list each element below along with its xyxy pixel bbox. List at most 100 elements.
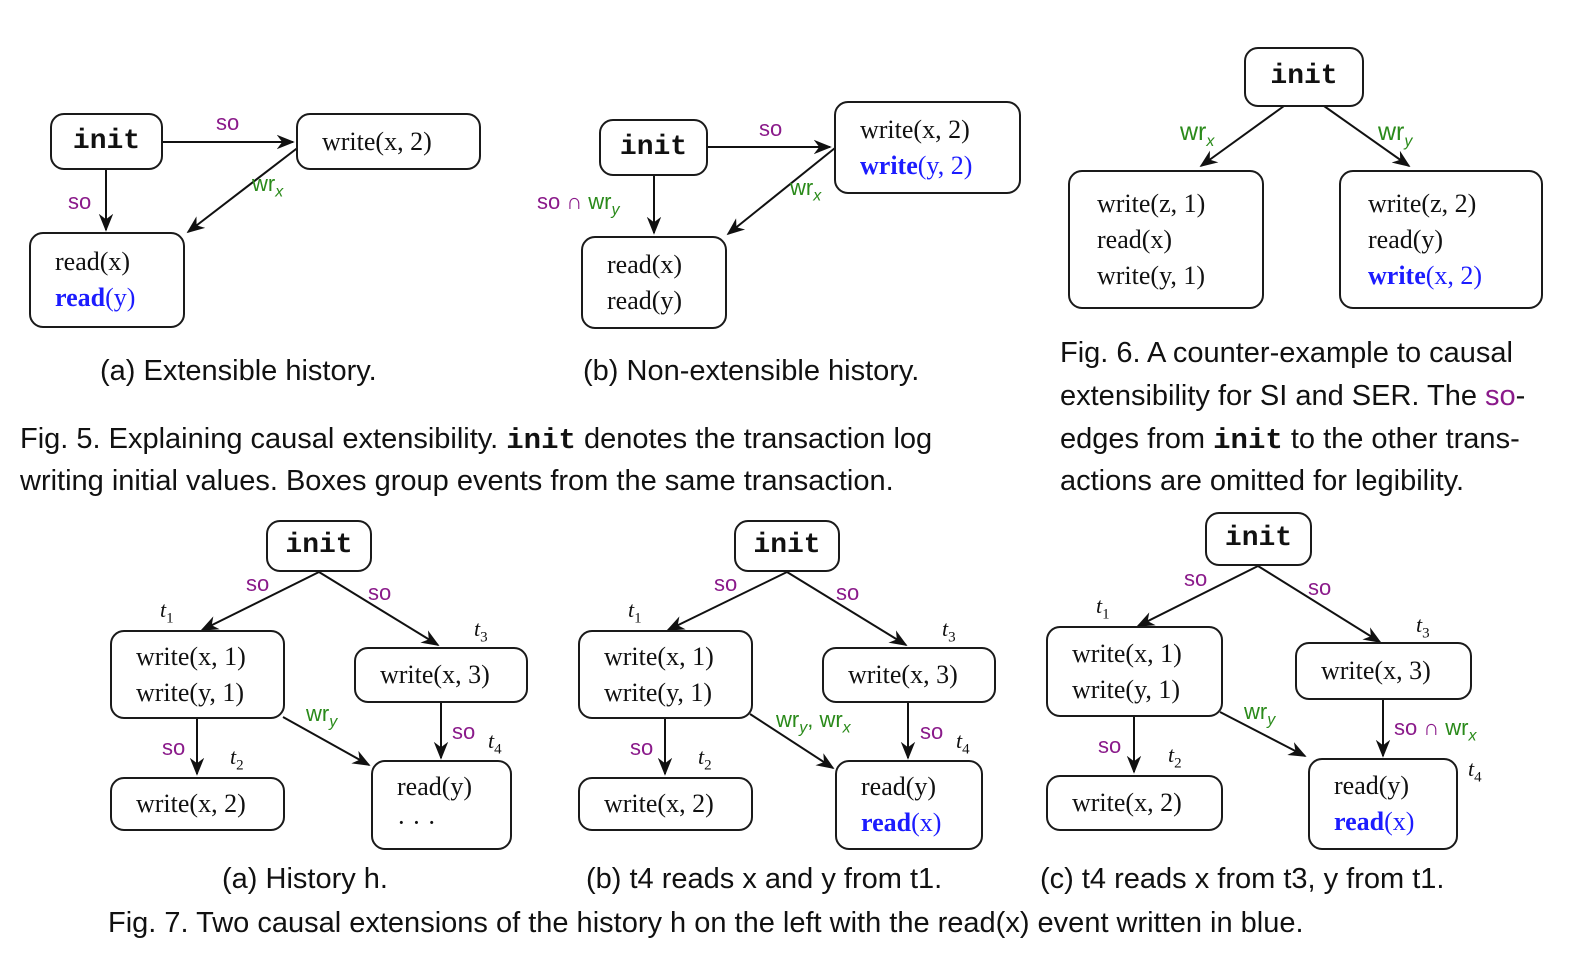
fig7b-edge-init-to-t3 (786, 571, 908, 646)
fig7a-t4-read-y: read(y) (397, 772, 473, 801)
fig7b-t1-sub: 1 (634, 610, 642, 627)
fig7a-t2-label: t2 (230, 744, 244, 774)
fig5a-read-y-arg: (y) (105, 283, 136, 312)
fig7b-t4-read-x: read(x) (861, 805, 981, 841)
fig7c-t1-write-y: write(y, 1) (1072, 674, 1181, 704)
fig6-caption-line2: extensibility for SI and SER. The so- (1060, 375, 1525, 417)
fig7b-t3-write-x: write(x, 3) (848, 660, 958, 689)
fig6-caption-si: SI (1259, 380, 1288, 412)
fig7c-t1-t: t (1096, 593, 1103, 618)
fig5b-init-box: init (599, 119, 708, 176)
fig6-caption-line3: edges from init to the other trans- (1060, 418, 1520, 462)
fig7c-init-box: init (1205, 512, 1312, 566)
fig7a-wr-sub: y (329, 713, 338, 731)
fig6-init-box: init (1244, 47, 1364, 107)
fig6-caption-ser: SER (1351, 380, 1412, 412)
fig5a-caption: (a) Extensible history. (100, 355, 377, 387)
fig7c-t1-label: t1 (1096, 593, 1110, 623)
fig7c-so-cap: so ∩ (1394, 715, 1446, 740)
fig7b-caption: (b) t4 reads x and y from t1. (586, 863, 943, 895)
fig5b-init-label: init (619, 131, 688, 163)
fig7b-t3-box: write(x, 3) (822, 647, 996, 703)
fig7c-t2-sub: 2 (1174, 755, 1182, 772)
fig7b-edge-init-to-t1 (666, 571, 788, 631)
fig6-caption-l3a: edges from (1060, 423, 1214, 455)
fig5b-wr-x-label: wrx (790, 176, 821, 208)
fig5a-read-y-event: read(y) (55, 280, 183, 316)
fig5a-init-label: init (72, 125, 141, 157)
fig5b-wr-y-sub: y (611, 201, 620, 219)
fig7a-t2-sub: 2 (236, 757, 244, 774)
fig6-right-write-x-kw: write (1368, 260, 1426, 290)
fig7a-t1-box: write(x, 1) write(y, 1) (110, 630, 285, 719)
fig7c-t1-write-x: write(x, 1) (1072, 638, 1182, 668)
fig7b-t1-t: t (628, 597, 635, 622)
fig7a-t3-t: t (474, 616, 481, 641)
fig6-wr-left-sub: x (1206, 133, 1215, 150)
fig7a-wr-label: wry (306, 702, 337, 734)
fig5a-so-label-down: so (68, 189, 92, 214)
fig7b-t1-box: write(x, 1) write(y, 1) (578, 630, 753, 719)
fig5b-caption: (b) Non-extensible history. (583, 355, 920, 387)
fig7b-t4-label: t4 (956, 728, 970, 758)
fig7c-so-label-1: so (1184, 566, 1208, 591)
fig5b-so-label: so (759, 116, 783, 141)
fig7b-t2-t: t (698, 744, 705, 769)
fig7c-t2-write-x: write(x, 2) (1072, 788, 1182, 817)
fig7c-wr-y-sub: y (1267, 711, 1276, 729)
fig7c-t4-read-x-arg: (x) (1384, 807, 1415, 836)
fig7c-t4-read-x-kw: read (1334, 807, 1385, 836)
fig6-caption-l3b: to the other trans- (1282, 423, 1520, 455)
fig7b-t1-label: t1 (628, 597, 642, 627)
fig6-caption-l2b: and (1287, 380, 1352, 412)
fig7a-t3-label: t3 (474, 616, 488, 646)
fig7b-t1-write-y: write(y, 1) (604, 677, 713, 707)
fig6-left-write-z: write(z, 1) (1097, 188, 1206, 218)
fig7c-wr-y-text: wr (1244, 699, 1268, 724)
fig6-wr-left-text: wr (1180, 118, 1207, 146)
fig7b-init-box: init (734, 520, 840, 572)
fig7a-t3-box: write(x, 3) (354, 647, 528, 703)
fig7a-edge-init-to-t3 (318, 571, 440, 646)
fig6-wr-left-label: wrx (1180, 120, 1214, 154)
fig7a-edge-init-to-t1 (200, 571, 320, 631)
fig5b-write-y-event: write(y, 2) (860, 148, 1019, 184)
fig7b-so-label-1: so (714, 571, 738, 596)
fig6-caption-l2d: - (1515, 380, 1526, 412)
fig5a-init-box: init (50, 113, 163, 170)
fig7c-t2-t: t (1168, 742, 1175, 767)
fig6-caption-l2a: extensibility for (1060, 380, 1260, 412)
fig7c-t4-box: read(y) read(x) (1308, 758, 1458, 850)
fig7a-t2-box: write(x, 2) (110, 777, 285, 831)
fig5b-wr-y: wry (588, 189, 619, 219)
fig7b-wr-label: wry, wrx (776, 707, 851, 737)
fig7c-t1-sub: 1 (1102, 606, 1110, 623)
fig7a-t1-t: t (160, 597, 167, 622)
fig7a-t2-write-x: write(x, 2) (136, 789, 246, 818)
fig5a-wr-sub: x (275, 183, 284, 201)
fig5b-wr-y-text: wr (588, 189, 612, 214)
fig5-caption-line2: writing initial values. Boxes group even… (20, 465, 894, 497)
fig5a-wr-text: wr (252, 171, 276, 196)
fig7b-wr-y-text: wr (776, 707, 800, 732)
fig7a-edge-t1-to-t4 (282, 716, 371, 766)
fig7a-t1-sub: 1 (166, 610, 174, 627)
fig7b-t4-t: t (956, 728, 963, 753)
fig7c-wr-x-sub: x (1468, 727, 1477, 745)
fig6-caption-line1: Fig. 6. A counter-example to causal (1060, 337, 1513, 369)
fig7c-caption: (c) t4 reads x from t3, y from t1. (1040, 863, 1445, 895)
fig5b-so-cap: so ∩ (537, 189, 589, 214)
fig5a-write-box: write(x, 2) (296, 113, 481, 170)
fig7c-so-label-2: so (1308, 575, 1332, 600)
fig5-caption-init: init (506, 424, 576, 457)
fig5a-read-x-event: read(x) (55, 247, 131, 276)
fig6-caption-init: init (1213, 424, 1283, 457)
fig7c-edge-init-to-t1 (1136, 565, 1259, 627)
fig7a-so-label-2: so (368, 580, 392, 605)
fig6-right-write-x: write(x, 2) (1368, 258, 1541, 294)
fig5a-read-box: read(x) read(y) (29, 232, 185, 328)
fig7c-t2-label: t2 (1168, 742, 1182, 772)
fig7b-t4-sub: 4 (962, 741, 970, 758)
